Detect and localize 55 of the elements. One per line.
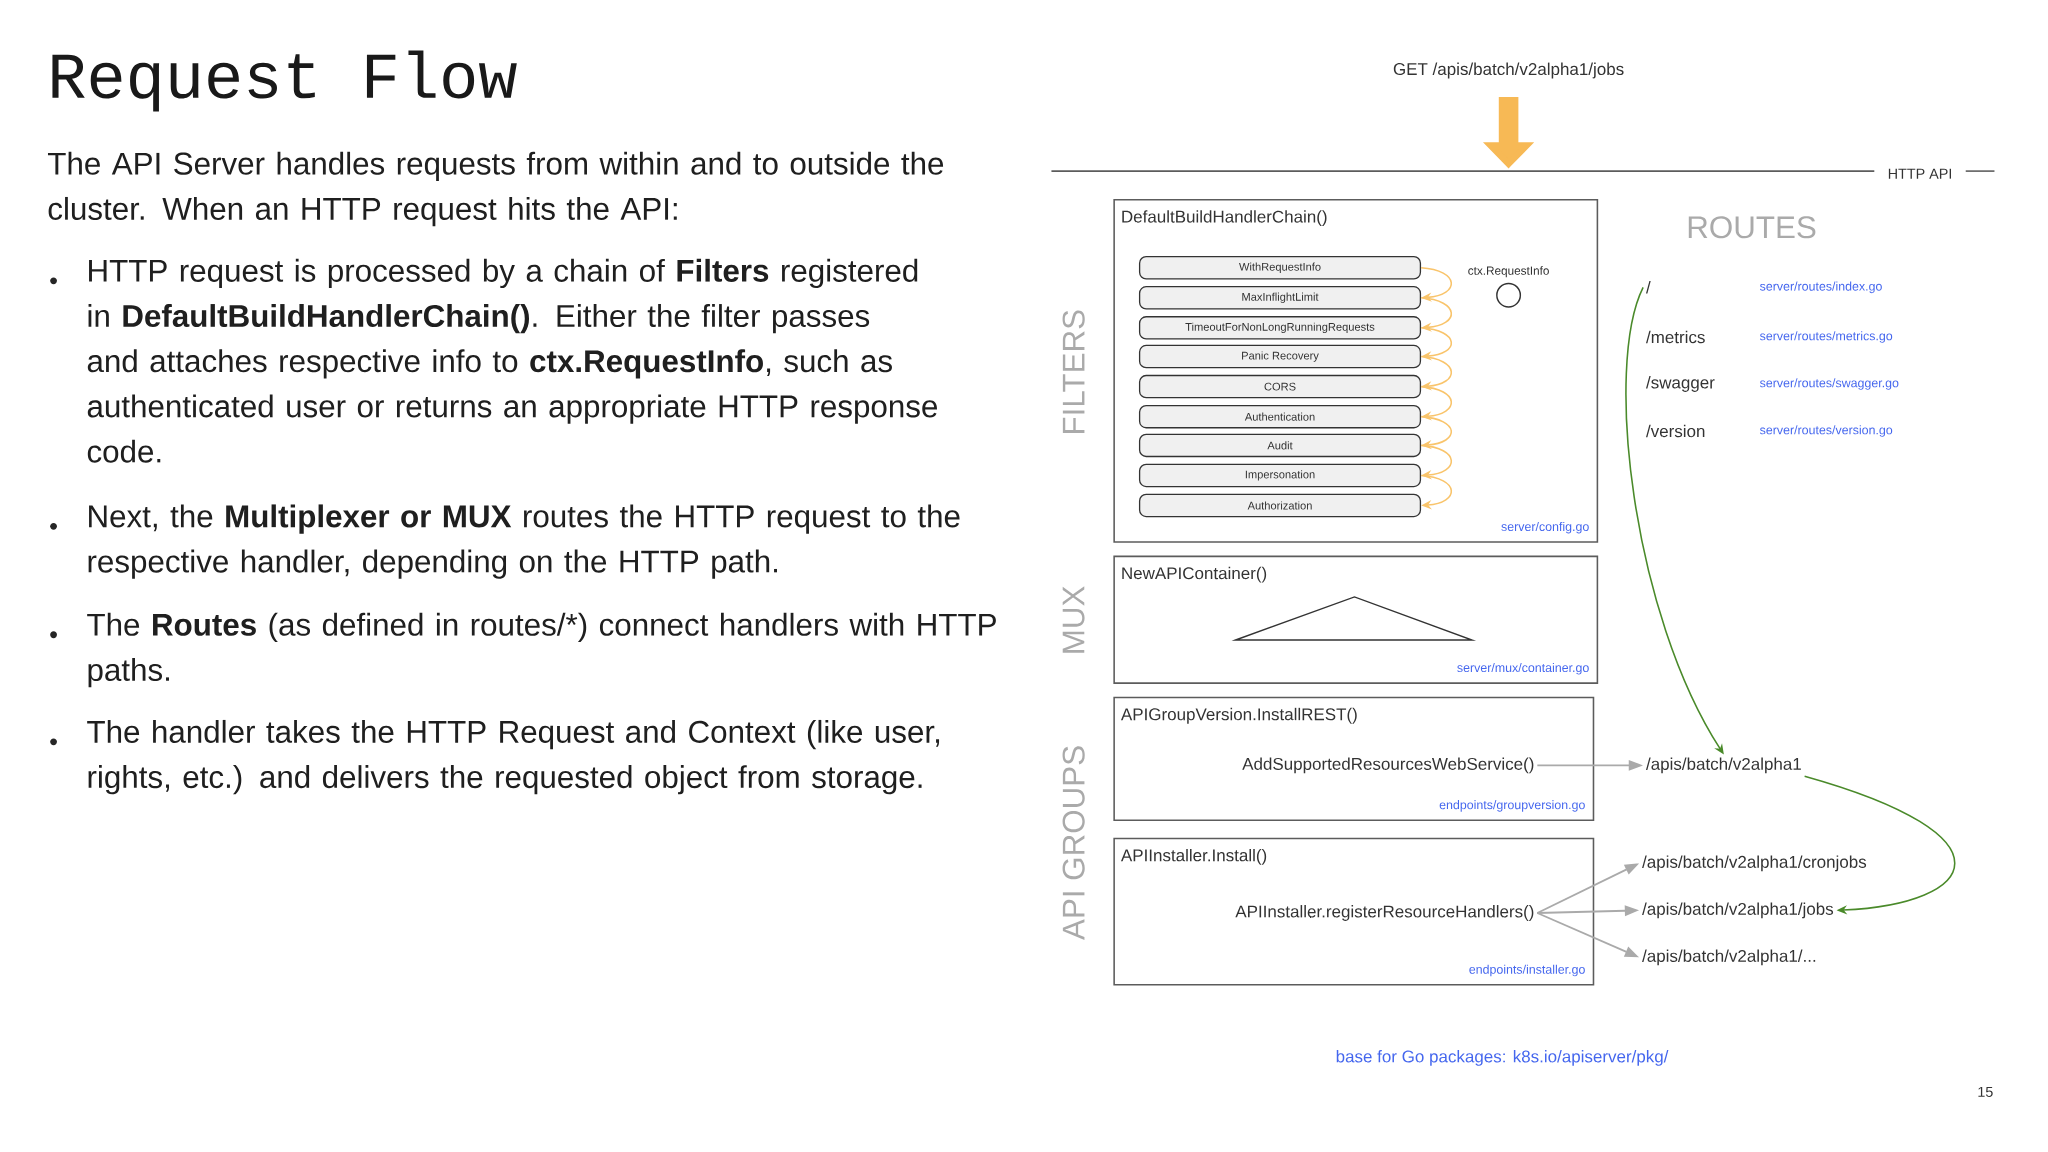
- section-label: ROUTES: [1688, 216, 1816, 239]
- section-label: API GROUPS: [1062, 746, 1085, 940]
- file-path: endpoints/installer.go: [1469, 964, 1585, 977]
- node-text: /apis/batch/v2alpha1/...: [1642, 949, 1816, 966]
- arrow: [1420, 415, 1453, 450]
- file-path: server/routes/index.go: [1759, 281, 1882, 294]
- arrow: [1420, 327, 1453, 361]
- arrow: [1420, 266, 1453, 302]
- arrow: [1420, 297, 1453, 332]
- route-path: /: [1646, 281, 1651, 294]
- page-number: 15: [1978, 1086, 1993, 1097]
- filter-box: Panic Recovery: [1138, 344, 1422, 369]
- file-path: server/routes/metrics.go: [1759, 331, 1893, 343]
- node-text: /apis/batch/v2alpha1: [1646, 757, 1801, 774]
- file-path: endpoints/groupversion.go: [1439, 800, 1585, 812]
- arrow: [1803, 775, 1956, 915]
- filter-box: CORS: [1138, 374, 1422, 399]
- file-path: server/routes/version.go: [1759, 425, 1893, 437]
- route-path: /swagger: [1646, 376, 1715, 392]
- filter-box: Authentication: [1138, 404, 1422, 429]
- box-title: APIInstaller.Install(): [1120, 848, 1267, 865]
- node-text: /apis/batch/v2alpha1/jobs: [1642, 902, 1834, 919]
- node-text: AddSupportedResourcesWebService(): [1242, 757, 1534, 774]
- filter-box: Audit: [1138, 433, 1422, 458]
- filter-box: MaxInflightLimit: [1138, 286, 1422, 310]
- filter-box: TimeoutForNonLongRunningRequests: [1138, 316, 1422, 340]
- node-text: APIInstaller.registerResourceHandlers(): [1235, 905, 1534, 921]
- paragraph: The handler takes the HTTP Request and Context (like user, rights, etc.) and delivers the requested object from storage.: [87, 719, 940, 795]
- section-label: MUX: [1062, 586, 1085, 653]
- filter-box: Authorization: [1138, 493, 1422, 518]
- node-caption: ctx.RequestInfo: [1468, 266, 1549, 278]
- paragraph: HTTP request is processed by a chain of Filters registered in DefaultBuildHandlerChain(). Either the filter passes and attaches respective info to ctx.RequestInfo, such as authenticated user or returns an appropriate HTTP response code.: [87, 258, 937, 463]
- filter-box: WithRequestInfo: [1138, 256, 1422, 280]
- arrow: [1420, 474, 1453, 510]
- node-text: /apis/batch/v2alpha1/cronjobs: [1642, 855, 1867, 872]
- section-label: FILTERS: [1062, 310, 1085, 433]
- arrow: [1420, 355, 1453, 391]
- paragraph: The Routes (as defined in routes/*) connect handlers with HTTP paths.: [87, 612, 996, 688]
- box-title: NewAPIContainer(): [1122, 566, 1267, 583]
- box-title: DefaultBuildHandlerChain(): [1122, 210, 1327, 227]
- arrow: [1420, 444, 1453, 480]
- paragraph: The API Server handles requests from within and to outside the cluster. When an HTTP request hits the API:: [48, 151, 944, 227]
- paragraph: Next, the Multiplexer or MUX routes the HTTP request to the respective handler, depending on the HTTP path.: [88, 504, 960, 579]
- route-path: /version: [1646, 424, 1705, 438]
- file-path: server/routes/swagger.go: [1759, 378, 1899, 390]
- box-title: APIGroupVersion.InstallREST(): [1120, 707, 1357, 724]
- file-path: server/config.go: [1501, 521, 1589, 534]
- node-text: GET /apis/batch/v2alpha1/jobs: [1393, 62, 1624, 79]
- filter-box: Impersonation: [1138, 463, 1422, 488]
- file-path: server/mux/container.go: [1457, 662, 1589, 675]
- arrow: [1420, 385, 1453, 421]
- slide-title: Request Flow: [52, 50, 517, 112]
- axis-label: HTTP API: [1888, 168, 1951, 179]
- route-path: /metrics: [1646, 330, 1705, 344]
- package-note: base for Go packages: k8s.io/apiserver/pkg/: [1336, 1050, 1669, 1066]
